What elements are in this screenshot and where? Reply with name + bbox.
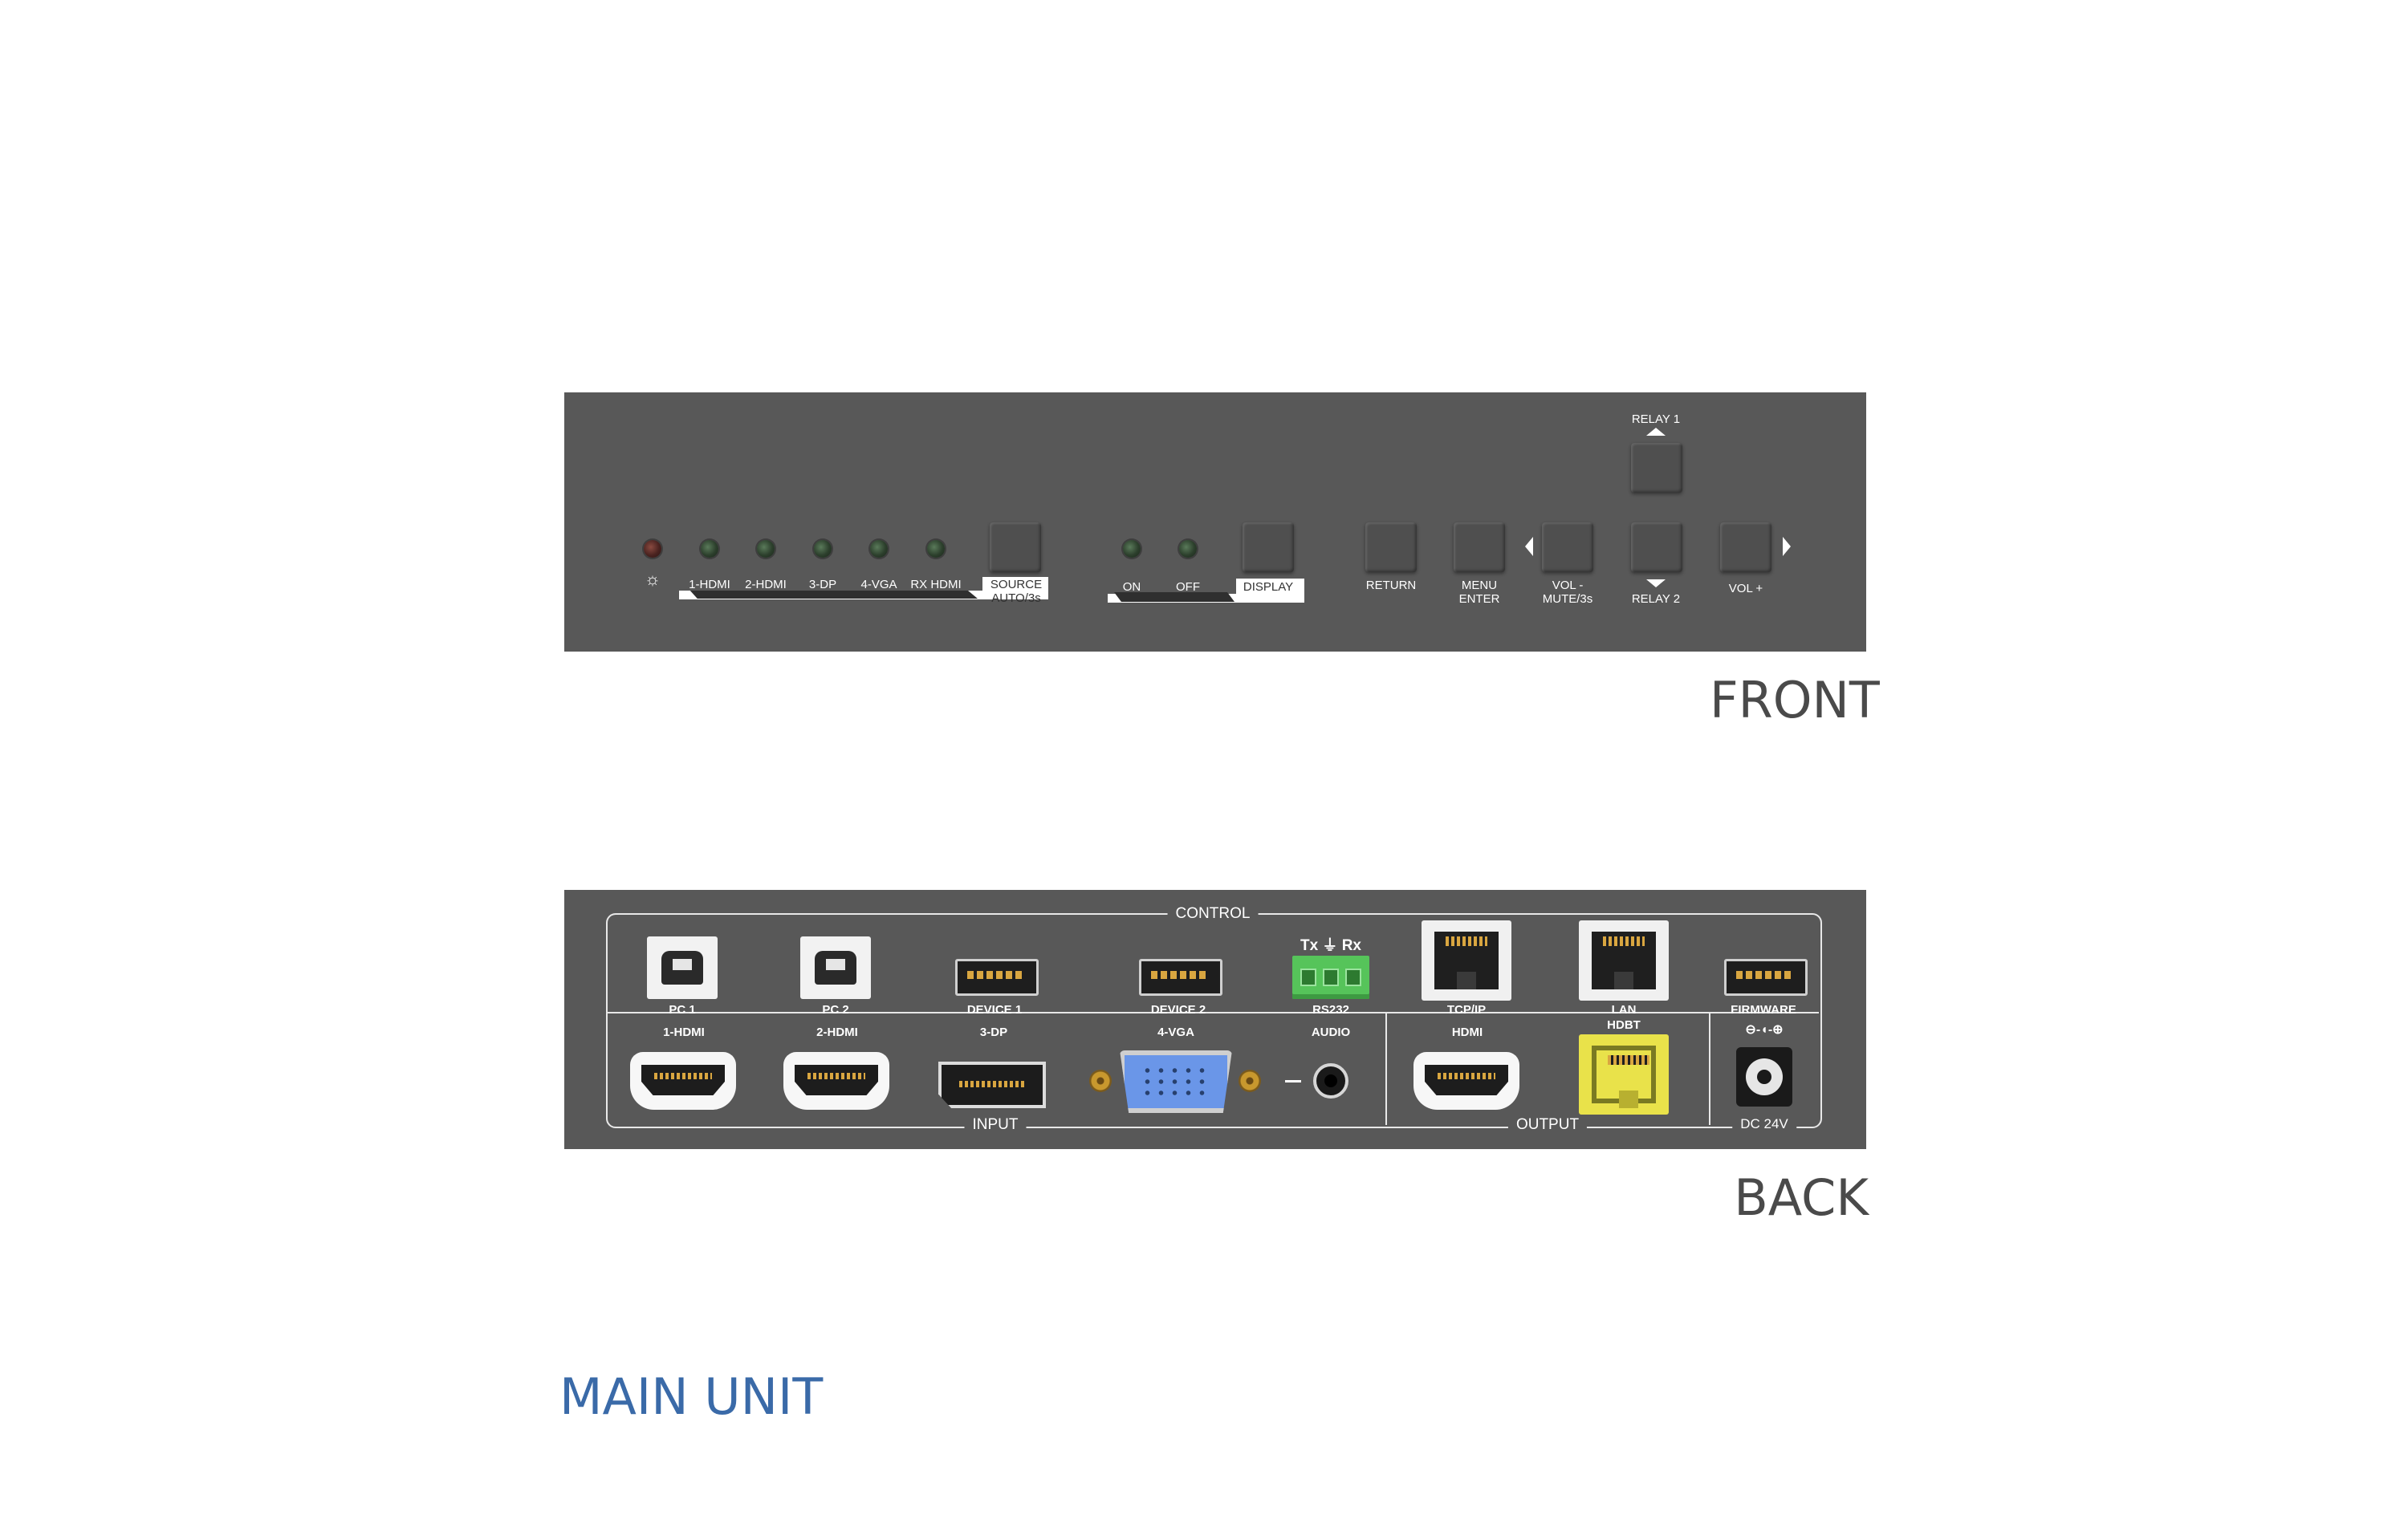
led-3-dp — [814, 540, 832, 558]
pc1-label: PC 1 — [669, 1003, 696, 1017]
display-button-label: DISPLAY — [1243, 580, 1294, 594]
label-rx-hdmi: RX HDMI — [910, 578, 962, 591]
menu-enter-button[interactable] — [1454, 522, 1505, 572]
label-display-off: OFF — [1176, 580, 1200, 594]
vol-plus-button[interactable] — [1720, 522, 1771, 572]
display-button[interactable] — [1243, 522, 1294, 572]
front-caption: FRONT — [1710, 671, 1880, 729]
relay1-button[interactable] — [1631, 443, 1682, 493]
relay2-button[interactable] — [1631, 522, 1682, 572]
output-hdmi-label: HDMI — [1451, 1026, 1483, 1039]
label-1-hdmi: 1-HDMI — [689, 578, 730, 591]
tcpip-port[interactable] — [1422, 920, 1511, 1001]
vga-screw-left — [1089, 1070, 1112, 1092]
led-4-vga — [870, 540, 888, 558]
menu-button-label: MENU — [1461, 579, 1498, 592]
input4-label: 4-VGA — [1157, 1026, 1194, 1039]
firmware-usb-port[interactable] — [1724, 959, 1808, 996]
led-display-on — [1123, 540, 1141, 558]
control-section-label: CONTROL — [1167, 906, 1259, 921]
led-display-off — [1179, 540, 1197, 558]
vol-minus-sublabel: MUTE/3s — [1542, 592, 1593, 606]
output-hdmi-port[interactable] — [1413, 1052, 1519, 1110]
brightness-icon: ☼ — [644, 569, 661, 589]
menu-button-sublabel: ENTER — [1458, 592, 1500, 606]
output-divider — [1385, 1012, 1387, 1125]
lan-label: LAN — [1611, 1003, 1637, 1017]
output-section-label: OUTPUT — [1507, 1117, 1588, 1132]
dc-power-jack[interactable] — [1736, 1047, 1792, 1107]
arrow-down-icon — [1646, 579, 1666, 587]
vga-screw-right — [1239, 1070, 1261, 1092]
arrow-up-icon — [1646, 428, 1666, 436]
back-caption: BACK — [1734, 1168, 1869, 1227]
rs232-pin-label: Tx ⏚ Rx — [1300, 937, 1362, 954]
label-display-on: ON — [1122, 580, 1141, 594]
device2-label: DEVICE 2 — [1150, 1003, 1206, 1017]
led-2-hdmi — [757, 540, 775, 558]
vol-minus-label: VOL - — [1552, 579, 1584, 592]
vol-plus-label: VOL + — [1728, 582, 1763, 595]
device1-usb-port[interactable] — [955, 959, 1039, 996]
source-button-sublabel: AUTO/3s — [991, 591, 1041, 605]
device2-usb-port[interactable] — [1139, 959, 1222, 996]
tcpip-label: TCP/IP — [1446, 1003, 1487, 1017]
led-rx-hdmi — [927, 540, 945, 558]
hdbt-port[interactable] — [1579, 1034, 1669, 1115]
dc-polarity-icon: ⊖-◖-⊕ — [1745, 1023, 1784, 1037]
power-led — [644, 540, 661, 558]
main-unit-title: MAIN UNIT — [559, 1367, 824, 1426]
source-button-label: SOURCE — [990, 578, 1043, 591]
input3-label: 3-DP — [979, 1026, 1008, 1039]
input2-label: 2-HDMI — [816, 1026, 858, 1039]
label-4-vga: 4-VGA — [860, 578, 897, 591]
back-panel: CONTROL INPUT OUTPUT DC 24V PC 1 PC 2 DE… — [564, 890, 1866, 1149]
power-section-label: DC 24V — [1732, 1117, 1796, 1131]
input3-displayport[interactable] — [938, 1062, 1046, 1108]
audio-dash — [1285, 1080, 1301, 1082]
input1-hdmi-port[interactable] — [630, 1052, 736, 1110]
input-section-label: INPUT — [964, 1117, 1027, 1132]
input-strip-shadow — [689, 589, 978, 599]
audio-jack[interactable] — [1313, 1063, 1348, 1099]
pc2-usb-port[interactable] — [800, 936, 871, 999]
arrow-right-icon — [1783, 537, 1791, 556]
return-button[interactable] — [1365, 522, 1417, 572]
source-button[interactable] — [990, 522, 1041, 572]
pc1-usb-port[interactable] — [647, 936, 718, 999]
led-1-hdmi — [701, 540, 718, 558]
audio-label: AUDIO — [1311, 1026, 1351, 1039]
device1-label: DEVICE 1 — [966, 1003, 1023, 1017]
input4-vga-port[interactable] — [1120, 1050, 1232, 1113]
vol-minus-button[interactable] — [1542, 522, 1593, 572]
pc2-label: PC 2 — [822, 1003, 849, 1017]
label-3-dp: 3-DP — [808, 578, 837, 591]
input1-label: 1-HDMI — [663, 1026, 705, 1039]
hdbt-label: HDBT — [1607, 1018, 1641, 1032]
lan-port[interactable] — [1579, 920, 1669, 1001]
relay1-label: RELAY 1 — [1631, 412, 1681, 426]
rs232-terminal[interactable] — [1292, 956, 1369, 999]
label-2-hdmi: 2-HDMI — [745, 578, 787, 591]
input2-hdmi-port[interactable] — [783, 1052, 889, 1110]
power-divider — [1709, 1012, 1710, 1125]
rs232-label: RS232 — [1312, 1003, 1349, 1017]
firmware-label: FIRMWARE — [1731, 1003, 1796, 1017]
control-divider — [608, 1012, 1819, 1013]
relay2-label: RELAY 2 — [1631, 592, 1681, 606]
return-button-label: RETURN — [1365, 579, 1417, 592]
arrow-left-icon — [1525, 537, 1533, 556]
front-panel: ☼ 1-HDMI 2-HDMI 3-DP 4-VGA RX HDMI SOURC… — [564, 392, 1866, 652]
